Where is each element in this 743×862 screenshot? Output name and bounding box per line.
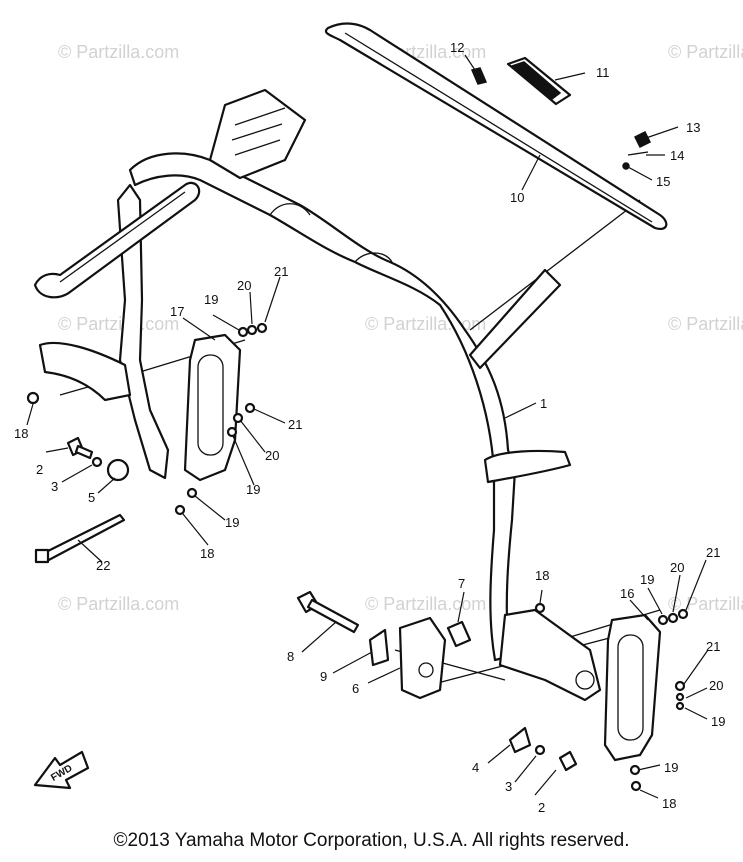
callout-19-d: 19 (640, 572, 654, 587)
plate-part-4 (508, 726, 532, 754)
bolt-part-8 (296, 590, 360, 634)
hardware-parts-13-15 (622, 130, 652, 170)
pad-part-11 (506, 56, 572, 106)
main-frame-part-1 (33, 88, 602, 702)
watermark-8: © Partzilla.com (365, 594, 486, 614)
footrest-part-16 (603, 613, 662, 762)
callout-1: 1 (540, 396, 547, 411)
watermark-3: © Partzilla.com (668, 42, 743, 62)
forward-direction-indicator: FWD (33, 750, 90, 790)
callout-18-left: 18 (14, 426, 28, 441)
watermark-1: © Partzilla.com (58, 42, 179, 62)
clamp-part-6 (398, 616, 447, 700)
callout-4: 4 (472, 760, 479, 775)
callout-6: 6 (352, 681, 359, 696)
callout-2-left: 2 (36, 462, 43, 477)
callout-21-a: 21 (274, 264, 288, 279)
fasteners-18-21 (26, 322, 689, 792)
callout-21-b: 21 (288, 417, 302, 432)
callout-9: 9 (320, 669, 327, 684)
callout-19-c: 19 (225, 515, 239, 530)
plate-part-5 (106, 458, 130, 482)
watermark-4: © Partzilla.com (58, 314, 179, 334)
callout-3-left: 3 (51, 479, 58, 494)
copyright-notice: ©2013 Yamaha Motor Corporation, U.S.A. A… (113, 830, 630, 851)
callout-20-c: 20 (670, 560, 684, 575)
callout-21-d: 21 (706, 639, 720, 654)
callout-19-e: 19 (664, 760, 678, 775)
callout-22: 22 (96, 558, 110, 573)
callout-13: 13 (686, 120, 700, 135)
leader-lines (26, 54, 709, 799)
callout-17: 17 (170, 304, 184, 319)
callout-20-a: 20 (237, 278, 251, 293)
strap-part-22 (34, 513, 126, 564)
callout-19-a: 19 (204, 292, 218, 307)
top-bar-part-10 (324, 22, 668, 230)
callout-20-b: 20 (265, 448, 279, 463)
callout-21-c: 21 (706, 545, 720, 560)
callout-3-right: 3 (505, 779, 512, 794)
callout-18-center: 18 (200, 546, 214, 561)
callout-19-f: 19 (711, 714, 725, 729)
washer-part-9 (368, 628, 390, 667)
callout-5: 5 (88, 490, 95, 505)
footrest-part-17 (183, 333, 242, 482)
callout-10: 10 (510, 190, 524, 205)
callout-18-right: 18 (535, 568, 549, 583)
callout-8: 8 (287, 649, 294, 664)
callout-11: 11 (596, 65, 610, 80)
watermark-6: © Partzilla.com (668, 314, 743, 334)
callout-14: 14 (670, 148, 684, 163)
callout-7: 7 (458, 576, 465, 591)
callout-2-right: 2 (538, 800, 545, 815)
callout-18-bottom: 18 (662, 796, 676, 811)
callout-12: 12 (450, 40, 464, 55)
watermark-7: © Partzilla.com (58, 594, 179, 614)
callout-16: 16 (620, 586, 634, 601)
collar-part-7 (446, 620, 472, 648)
bolts-parts-2-3 (66, 436, 578, 772)
callout-20-d: 20 (709, 678, 723, 693)
callout-15: 15 (656, 174, 670, 189)
callout-labels: 1 2 2 3 3 4 5 6 7 8 9 10 11 12 13 14 15 … (14, 40, 725, 815)
watermark-5: © Partzilla.com (365, 314, 486, 334)
watermark-layer: © Partzilla.com © Partzilla.com © Partzi… (58, 42, 743, 614)
bracket-left (38, 341, 132, 402)
clip-part-12 (470, 67, 488, 85)
callout-19-b: 19 (246, 482, 260, 497)
